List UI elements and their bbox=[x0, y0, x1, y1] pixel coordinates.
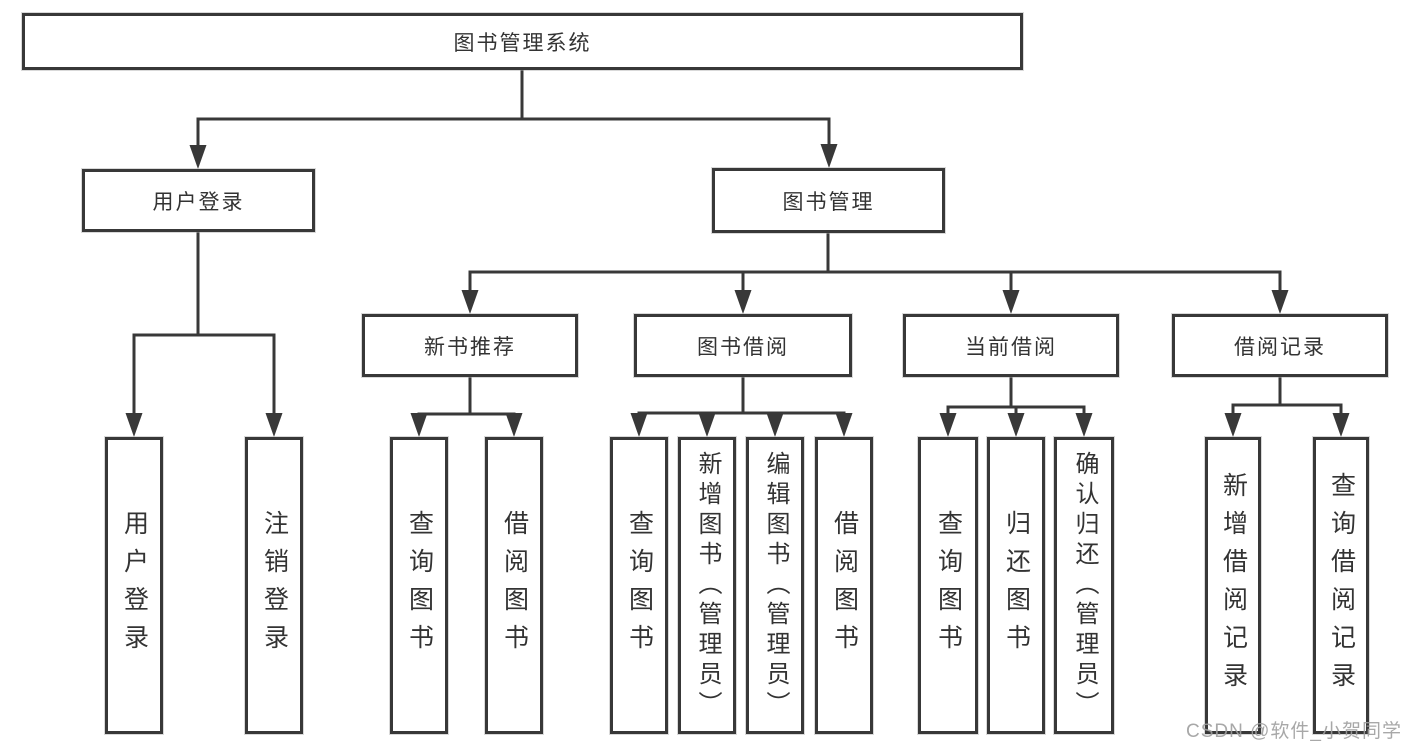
leaf-return-books: 归还图书 bbox=[987, 437, 1045, 734]
node-current-borrowing: 当前借阅 bbox=[903, 314, 1119, 377]
leaf-confirm-return-admin-label: 确认归还（管理员） bbox=[1071, 450, 1098, 721]
leaf-query-books-1: 查询图书 bbox=[390, 437, 448, 734]
leaf-borrow-books-2-label: 借阅图书 bbox=[830, 509, 859, 662]
leaf-user-login-label: 用户登录 bbox=[120, 509, 149, 662]
leaf-add-books-admin: 新增图书（管理员） bbox=[678, 437, 736, 734]
node-library-system: 图书管理系统 bbox=[22, 13, 1023, 70]
leaf-return-books-label: 归还图书 bbox=[1002, 509, 1031, 662]
leaf-query-books-2: 查询图书 bbox=[610, 437, 668, 734]
node-library-system-label: 图书管理系统 bbox=[453, 31, 592, 55]
node-book-management-label: 图书管理 bbox=[782, 190, 875, 214]
node-book-management: 图书管理 bbox=[712, 168, 945, 233]
leaf-query-borrow-record-label: 查询借阅记录 bbox=[1327, 471, 1356, 700]
leaf-query-books-2-label: 查询图书 bbox=[625, 509, 654, 662]
node-new-book-recommend-label: 新书推荐 bbox=[424, 335, 516, 359]
leaf-borrow-books-2: 借阅图书 bbox=[815, 437, 873, 734]
node-book-borrowing-label: 图书借阅 bbox=[697, 335, 789, 359]
leaf-confirm-return-admin: 确认归还（管理员） bbox=[1054, 437, 1114, 734]
leaf-add-borrow-record: 新增借阅记录 bbox=[1205, 437, 1261, 734]
leaf-logout: 注销登录 bbox=[245, 437, 303, 734]
leaf-logout-label: 注销登录 bbox=[260, 509, 289, 662]
leaf-user-login: 用户登录 bbox=[105, 437, 163, 734]
leaf-query-books-1-label: 查询图书 bbox=[405, 509, 434, 662]
leaf-add-borrow-record-label: 新增借阅记录 bbox=[1219, 471, 1248, 700]
leaf-query-borrow-record: 查询借阅记录 bbox=[1313, 437, 1369, 734]
leaf-borrow-books-1-label: 借阅图书 bbox=[500, 509, 529, 662]
node-new-book-recommend: 新书推荐 bbox=[362, 314, 578, 377]
leaf-add-books-admin-label: 新增图书（管理员） bbox=[694, 450, 721, 721]
node-current-borrowing-label: 当前借阅 bbox=[965, 335, 1057, 359]
leaf-query-books-3: 查询图书 bbox=[918, 437, 978, 734]
leaf-edit-books-admin: 编辑图书（管理员） bbox=[746, 437, 804, 734]
node-borrow-records-label: 借阅记录 bbox=[1234, 335, 1326, 359]
node-user-login: 用户登录 bbox=[82, 169, 315, 232]
csdn-watermark: CSDN @软件_小贺同学 bbox=[1186, 721, 1402, 742]
node-book-borrowing: 图书借阅 bbox=[634, 314, 852, 377]
node-borrow-records: 借阅记录 bbox=[1172, 314, 1388, 377]
leaf-query-books-3-label: 查询图书 bbox=[934, 509, 963, 662]
leaf-borrow-books-1: 借阅图书 bbox=[485, 437, 543, 734]
arrowheads bbox=[125, 144, 1350, 437]
leaf-edit-books-admin-label: 编辑图书（管理员） bbox=[762, 450, 789, 721]
node-user-login-label: 用户登录 bbox=[152, 190, 245, 214]
